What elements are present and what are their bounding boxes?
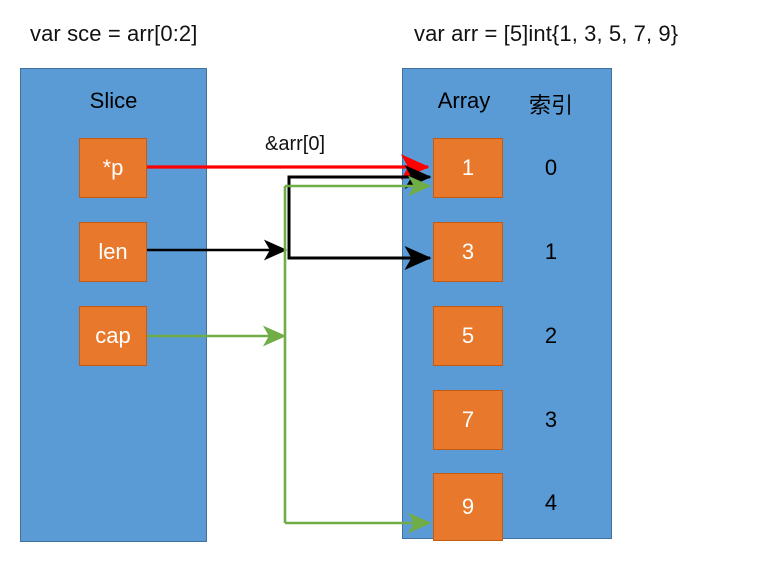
array-cell-3[interactable]: 7 [433,390,503,450]
array-cell-4[interactable]: 9 [433,473,503,541]
slice-field-len[interactable]: len [79,222,147,282]
array-index-3: 3 [544,407,558,432]
array-index-column-title: 索引 [528,93,573,118]
array-index-4: 4 [544,490,558,515]
array-cell-1[interactable]: 3 [433,222,503,282]
slice-field-pointer[interactable]: *p [79,138,147,198]
slice-field-cap[interactable]: cap [79,306,147,366]
pointer-edge-label: &arr[0] [265,133,326,155]
array-cell-2[interactable]: 5 [433,306,503,366]
array-index-1: 1 [544,239,558,264]
array-index-0: 0 [544,155,558,180]
slice-declaration-caption: var sce = arr[0:2] [30,21,198,46]
slice-panel-title: Slice [89,88,138,113]
array-cell-0[interactable]: 1 [433,138,503,198]
array-index-2: 2 [544,323,558,348]
array-declaration-caption: var arr = [5]int{1, 3, 5, 7, 9} [414,21,679,46]
array-panel-title: Array [437,88,491,113]
